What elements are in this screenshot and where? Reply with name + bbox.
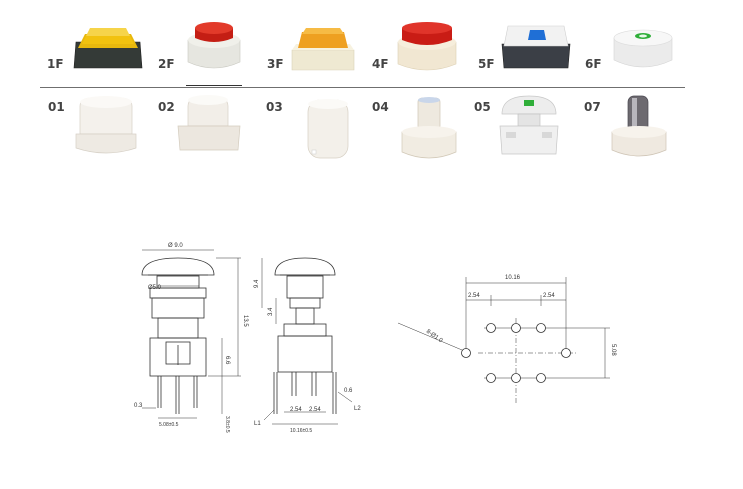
pcb-height: 5.08	[610, 344, 616, 356]
pcb-width: 10.16	[505, 275, 521, 281]
side-view	[261, 257, 353, 425]
cap-3f-image	[291, 28, 355, 71]
actuator-label-07: 07	[584, 100, 601, 114]
actuator-01-image	[75, 96, 137, 154]
front-pin-width: 0.3	[134, 403, 143, 409]
cap-1f-image	[73, 28, 143, 69]
front-view	[141, 249, 241, 419]
cap-4f-image	[397, 22, 457, 71]
actuator-07-image	[611, 95, 667, 157]
side-pitch-a: 2.54	[290, 407, 302, 413]
front-dia-head: Ø 9.0	[168, 243, 183, 249]
cap-6f-image	[613, 29, 673, 68]
side-dim-06: 0.6	[344, 388, 353, 394]
pcb-layout	[397, 277, 610, 404]
pcb-left-pitch: 2.54	[468, 293, 480, 299]
actuator-label-04: 04	[372, 100, 389, 114]
actuator-02-image	[177, 95, 241, 151]
pcb-hole: 8-Ø1.0	[425, 329, 444, 345]
side-pitch-b: 2.54	[309, 407, 321, 413]
side-l1: L1	[254, 421, 261, 427]
cap-label-3f: 3F	[267, 57, 284, 71]
actuator-05-image	[499, 95, 559, 155]
cap-2f-image	[187, 22, 241, 69]
cap-label-6f: 6F	[585, 57, 602, 71]
front-height-lower: 6.6	[224, 356, 230, 365]
actuator-label-03: 03	[266, 100, 283, 114]
front-pin-len: 3.8±0.5	[224, 416, 230, 433]
cap-label-5f: 5F	[478, 57, 495, 71]
side-width: 10.16±0.5	[290, 428, 312, 434]
side-dim-34: 3.4	[268, 307, 274, 316]
cap-label-4f: 4F	[372, 57, 389, 71]
cap-label-1f: 1F	[47, 57, 64, 71]
selected-underline	[186, 85, 242, 86]
front-dia-stem: Ø5.0	[148, 285, 162, 291]
side-l2: L2	[354, 406, 361, 412]
pcb-right-pitch: 2.54	[543, 293, 555, 299]
actuator-04-image	[401, 97, 457, 159]
cap-label-2f: 2F	[158, 57, 175, 71]
actuator-label-05: 05	[474, 100, 491, 114]
actuator-03-image	[307, 99, 349, 159]
side-dim-94: 9.4	[254, 279, 260, 288]
divider-line	[40, 87, 685, 88]
front-pin-pitch: 5.08±0.5	[159, 422, 179, 428]
actuator-label-02: 02	[158, 100, 175, 114]
actuator-label-01: 01	[48, 100, 65, 114]
front-height-total: 13.5	[242, 315, 248, 327]
cap-5f-image	[501, 25, 571, 69]
